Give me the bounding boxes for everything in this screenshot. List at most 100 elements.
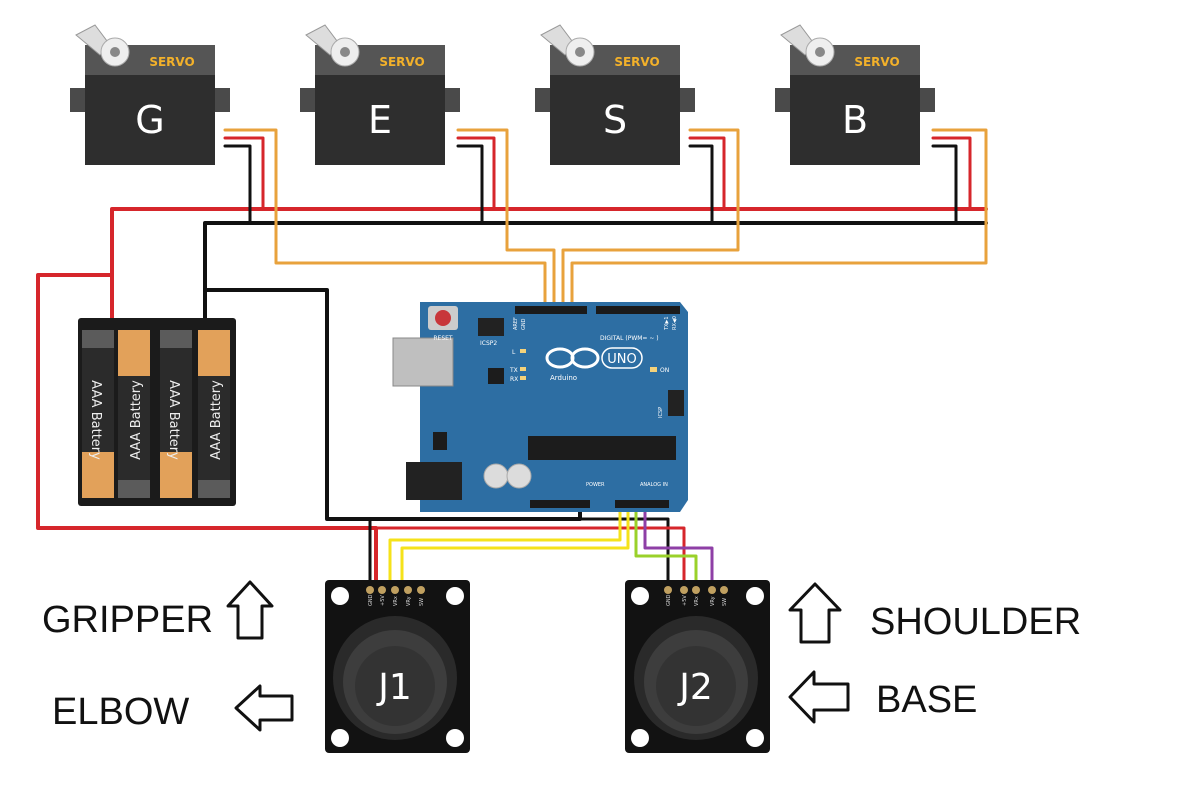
servo-b-gnd-wire — [931, 144, 958, 225]
servo-e: SERVO E — [299, 24, 461, 166]
arrow-left-icon — [234, 684, 294, 732]
servo-b-vcc-wire — [931, 136, 972, 211]
servo-s: SERVO S — [534, 24, 696, 166]
joystick-j1-label: J1 — [376, 667, 412, 708]
arduino-brand-label: Arduino — [550, 374, 577, 382]
digital-header-right — [596, 306, 680, 314]
battery-vcc-out-wire — [36, 273, 378, 590]
j2-vcc-wire — [374, 526, 686, 590]
joystick-j2-pin-3 — [692, 586, 700, 594]
battery-cell-1-label: AAA Battery — [88, 380, 103, 460]
servo-s-brand: SERVO — [614, 55, 659, 69]
servo-e-signal-wire — [456, 128, 556, 307]
joystick-j1-pin-label-4: VRy — [406, 596, 412, 606]
servo-g-gnd-wire — [223, 144, 252, 225]
servo-g-brand: SERVO — [149, 55, 194, 69]
j2-vrx-wire — [634, 498, 698, 590]
reset-label: RESET — [433, 335, 453, 342]
servo-g-vcc-wire — [223, 136, 265, 211]
joystick-j2-pin-2 — [680, 586, 688, 594]
joystick-j2-pin-label-1: GND — [666, 594, 672, 606]
j1-vry-wire — [400, 498, 630, 590]
gnd-bus-wire — [203, 221, 988, 320]
joystick-j2-pin-label-3: VRx — [694, 596, 700, 606]
arrow-up-icon-shoulder — [788, 582, 842, 644]
direction-labels: GRIPPER ELBOW SHOULDER BASE — [42, 580, 1081, 733]
servo-b-signal-wire — [570, 128, 988, 307]
battery-cell-2: AAA Battery — [118, 330, 150, 498]
servo-g: SERVO G — [69, 24, 231, 166]
tx-led-label: TX — [509, 367, 518, 374]
joystick-j1-pin-label-1: GND — [368, 594, 374, 606]
joystick-j2-pin-label-5: SW — [722, 598, 728, 606]
servo-g-signal-wire — [223, 128, 547, 307]
rx-d0-label: RX◀0 — [672, 316, 678, 330]
servo-e-brand: SERVO — [379, 55, 424, 69]
j2-vry-wire — [643, 498, 714, 590]
battery-cell-2-label: AAA Battery — [129, 380, 144, 460]
arduino-infinity-logo — [545, 347, 600, 369]
arrow-left-icon-base — [788, 670, 850, 724]
capacitor-2 — [506, 463, 532, 489]
battery-cell-3: AAA Battery — [160, 330, 192, 498]
vcc-bus-wire — [110, 207, 988, 320]
battery-pack: AAA Battery AAA Battery AAA Battery AAA … — [78, 318, 236, 506]
gripper-label: GRIPPER — [42, 599, 213, 641]
shoulder-label: SHOULDER — [870, 601, 1081, 643]
battery-cell-1: AAA Battery — [82, 330, 114, 498]
battery-cell-4-label: AAA Battery — [209, 380, 224, 460]
joystick-j1-pin-4 — [404, 586, 412, 594]
joystick-j1-pin-label-5: SW — [419, 598, 425, 606]
servo-s-signal-wire — [561, 128, 740, 307]
reset-button — [435, 310, 451, 326]
rx-led-label: RX — [510, 376, 518, 383]
j2-gnd-wire — [578, 517, 670, 590]
l-led-label: L — [512, 349, 516, 356]
arrow-up-icon — [226, 580, 274, 640]
joystick-j2-pin-5 — [720, 586, 728, 594]
servo-b: SERVO B — [774, 24, 936, 166]
usb-port — [392, 337, 454, 387]
gnd-top-label: GND — [521, 318, 527, 330]
servo-e-letter: E — [368, 98, 392, 142]
joystick-j1-pin-2 — [378, 586, 386, 594]
analog-in-label: ANALOG IN — [640, 482, 668, 488]
servo-s-letter: S — [603, 98, 627, 142]
icsp2-label: ICSP2 — [480, 340, 497, 347]
joystick-j1-pin-3 — [391, 586, 399, 594]
capacitor-1 — [483, 463, 509, 489]
digital-header-left — [515, 306, 587, 314]
servo-b-brand: SERVO — [854, 55, 899, 69]
joystick-j2-label: J2 — [677, 667, 713, 708]
servo-e-vcc-wire — [456, 136, 496, 211]
servo-e-gnd-wire — [456, 144, 484, 225]
joystick-j2-pin-label-2: +5V — [682, 595, 688, 606]
joystick-j2-pin-label-4: VRy — [710, 596, 716, 606]
power-jack — [406, 462, 462, 500]
aref-label: AREF — [513, 317, 519, 330]
joystick-j2: GND +5V VRx VRy SW J2 — [625, 580, 770, 753]
joystick-j2-pin-4 — [708, 586, 716, 594]
joystick-j1-pin-5 — [417, 586, 425, 594]
battery-cell-3-label: AAA Battery — [166, 380, 181, 460]
joystick-j1-pin-label-3: VRx — [393, 596, 399, 606]
analog-header — [615, 500, 669, 508]
servo-s-gnd-wire — [688, 144, 714, 225]
wires — [36, 128, 988, 590]
arduino-model-label: UNO — [607, 352, 636, 367]
joystick-j2-pin-1 — [664, 586, 672, 594]
servo-s-vcc-wire — [688, 136, 726, 211]
battery-cell-4: AAA Battery — [198, 330, 230, 498]
servo-g-letter: G — [135, 98, 164, 142]
joystick-j1-pin-1 — [366, 586, 374, 594]
joystick-j1-pin-label-2: +5V — [380, 595, 386, 606]
tx-d1-label: TX▶1 — [664, 316, 670, 331]
power-header — [530, 500, 590, 508]
elbow-label: ELBOW — [52, 691, 189, 733]
icsp-label: ICSP — [658, 407, 664, 418]
joystick-j1: GND +5V VRx VRy SW J1 — [325, 580, 470, 753]
j1-vrx-wire — [388, 498, 622, 590]
digital-label: DIGITAL (PWM= ~ ) — [600, 335, 659, 342]
servo-b-letter: B — [842, 98, 868, 142]
